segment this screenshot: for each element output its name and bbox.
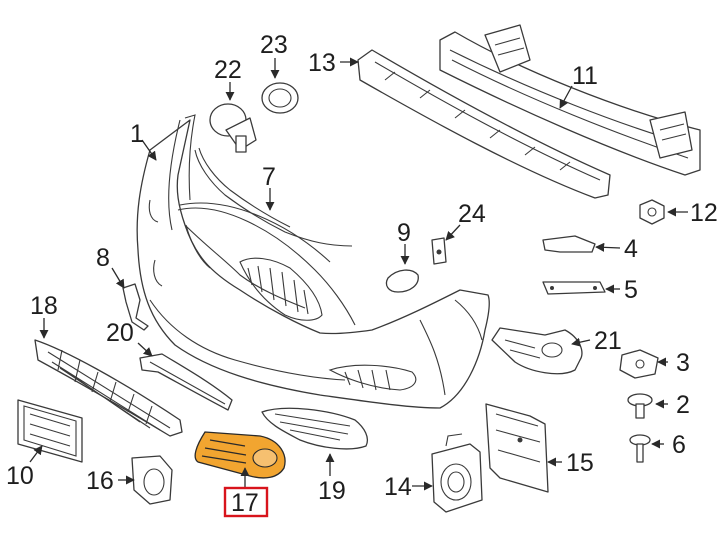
bracket-20 (139, 353, 233, 411)
air-duct (491, 327, 583, 375)
callout-6: 6 (672, 431, 686, 459)
clip-nut-3 (619, 349, 659, 379)
fog-lamp-cover-16 (131, 455, 173, 505)
callout-10: 10 (6, 462, 34, 490)
callout-1: 1 (130, 120, 144, 148)
leader-lines (29, 57, 688, 491)
fog-lamp (431, 433, 483, 513)
callout-8: 8 (96, 244, 110, 272)
bumper-reinforcement (439, 24, 701, 176)
callout-2: 2 (676, 391, 690, 419)
nut-12 (639, 199, 665, 225)
bumper-trim-strip (194, 149, 353, 247)
callout-9: 9 (397, 219, 411, 247)
callout-17: 17 (231, 489, 259, 517)
callout-labels: 1 2 3 4 5 6 7 8 9 10 11 12 13 14 15 16 1… (6, 31, 718, 518)
callout-19: 19 (318, 477, 346, 505)
bumper-cover (136, 114, 490, 409)
callout-7: 7 (262, 163, 276, 191)
bumper-trim-strip-edge (198, 147, 291, 228)
radiator-grille (34, 339, 183, 437)
callout-14: 14 (384, 473, 412, 501)
highlighted-fog-lamp-grille (194, 431, 286, 479)
callout-3: 3 (676, 349, 690, 377)
callout-5: 5 (624, 276, 638, 304)
fog-lamp-grille-19 (261, 407, 369, 450)
callout-18: 18 (30, 292, 58, 320)
screw-6 (629, 434, 651, 463)
tow-hook-cover (385, 269, 419, 293)
energy-absorber (357, 49, 611, 199)
parking-sensor (209, 103, 257, 153)
callout-4: 4 (624, 235, 638, 263)
sensor-ring (261, 82, 299, 114)
callout-22: 22 (214, 56, 242, 84)
callout-11: 11 (572, 62, 598, 90)
screw-2 (627, 393, 653, 419)
callout-13: 13 (308, 49, 336, 77)
callout-21: 21 (594, 327, 622, 355)
callout-15: 15 (566, 449, 594, 477)
callout-24: 24 (458, 200, 486, 228)
callout-16: 16 (86, 467, 114, 495)
callout-12: 12 (690, 199, 718, 227)
license-plate-bracket (17, 399, 83, 463)
bracket-8 (122, 283, 149, 331)
callout-23: 23 (260, 31, 288, 59)
callout-20: 20 (106, 319, 134, 347)
highlight-box (223, 486, 269, 518)
bracket-5 (542, 281, 606, 295)
clip-24 (431, 237, 447, 265)
bracket-4 (542, 235, 596, 253)
control-module-bracket (485, 403, 549, 493)
